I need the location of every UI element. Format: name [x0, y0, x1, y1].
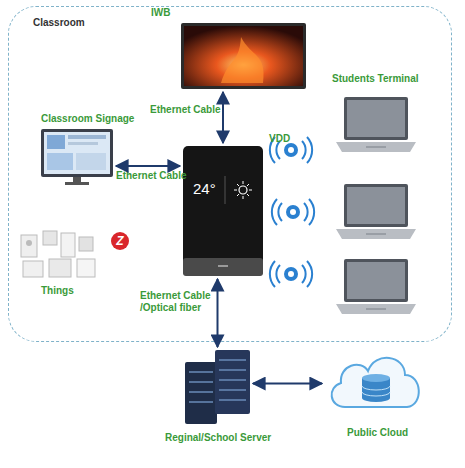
- iot-things-art: [19, 229, 109, 281]
- node-label: Classroom Signage: [41, 113, 134, 125]
- temperature-reading: 24°: [193, 180, 216, 198]
- node-label: Things: [41, 285, 74, 297]
- node-label: Reginal/School Server: [165, 432, 271, 444]
- vdd-panel: VDD24°: [183, 146, 263, 276]
- signage-monitor: Classroom Signage: [41, 129, 113, 186]
- cloud-storage: Public Cloud: [325, 345, 425, 417]
- vdd-panel-art: [183, 146, 263, 276]
- connector-arrow: [222, 92, 224, 143]
- wifi-symbol: [270, 261, 312, 287]
- node-label: VDD: [269, 133, 290, 145]
- edge-label: Ethernet Cable: [116, 170, 187, 182]
- server-rack: Reginal/School Server: [185, 350, 250, 425]
- iwb-screen: IWB: [181, 23, 306, 89]
- signage-monitor-art: [41, 129, 113, 186]
- connector-arrow: [116, 165, 180, 167]
- connector-arrow: [253, 383, 322, 385]
- edge-label: Ethernet Cable /Optical fiber: [140, 290, 220, 314]
- iot-things: Things: [19, 229, 109, 281]
- classroom-boundary: ClassroomIWBClassroom SignageVDD24°Stude…: [8, 6, 452, 342]
- server-rack-art: [185, 350, 250, 425]
- iwb-screen-art: [181, 23, 306, 89]
- cloud-storage-art: [325, 345, 425, 417]
- edge-label: Ethernet Cable: [150, 104, 221, 116]
- node-label: Public Cloud: [347, 427, 408, 439]
- student-laptops: Students Terminal: [326, 89, 426, 321]
- group-title: Classroom: [33, 17, 85, 29]
- zigbee-logo: Z: [111, 232, 129, 250]
- node-label: IWB: [151, 7, 170, 19]
- student-laptops-art: [326, 89, 426, 321]
- connector-arrow: [217, 279, 219, 347]
- node-label: Students Terminal: [332, 73, 419, 85]
- wifi-symbol: [272, 199, 314, 225]
